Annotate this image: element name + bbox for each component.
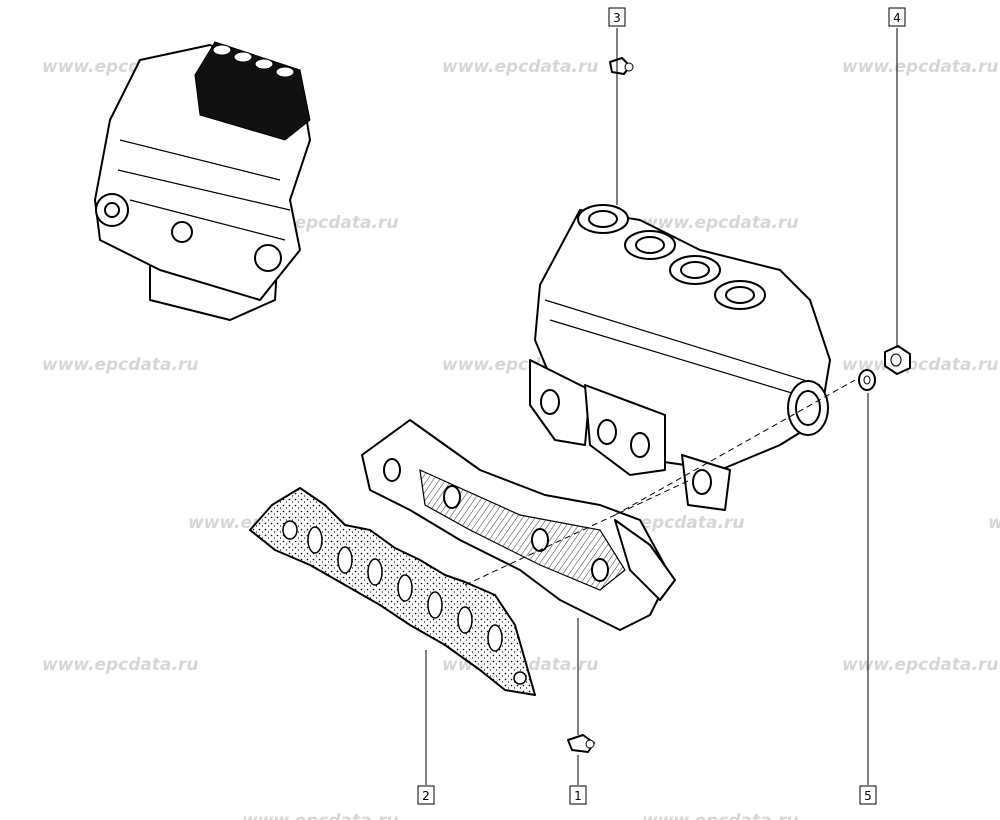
watermark-text: www.epcdata.ru bbox=[842, 355, 998, 375]
exhaust-manifold-illustration bbox=[361, 419, 676, 631]
watermark-text: www.epcdata.ru bbox=[42, 655, 198, 675]
assembly-lines bbox=[464, 379, 856, 586]
nut-part-4 bbox=[884, 345, 911, 375]
watermark-text: www.epcdata.ru bbox=[242, 811, 398, 820]
watermark-text: www.epcdata.ru bbox=[642, 213, 798, 233]
callout-1: 1 bbox=[569, 785, 587, 805]
callout-label: 5 bbox=[864, 789, 872, 803]
callout-label: 2 bbox=[422, 789, 430, 803]
clip-part-1 bbox=[567, 734, 595, 753]
callout-label: 3 bbox=[613, 11, 621, 25]
callout-2: 2 bbox=[417, 785, 435, 805]
callout-label: 1 bbox=[574, 789, 582, 803]
hardware-illustrations bbox=[567, 57, 911, 753]
intake-manifold-illustration bbox=[529, 204, 831, 511]
callout-5: 5 bbox=[859, 785, 877, 805]
engine-overview-illustration bbox=[94, 41, 311, 321]
watermark-text: www.epcdata.ru bbox=[642, 811, 798, 820]
washer-part-5 bbox=[858, 369, 876, 391]
callout-label: 4 bbox=[893, 11, 901, 25]
watermark-text: www.epcdata.ru bbox=[442, 57, 598, 77]
leader-lines bbox=[425, 28, 898, 785]
manifold-gasket-illustration bbox=[249, 487, 536, 696]
callout-3: 3 bbox=[608, 7, 626, 27]
callout-4: 4 bbox=[888, 7, 906, 27]
clip-part-3 bbox=[609, 57, 634, 75]
watermark-text: www.epcdata.ru bbox=[988, 513, 1000, 533]
watermark-text: www.epcdata.ru bbox=[842, 655, 998, 675]
watermark-text: www.epcdata.ru bbox=[42, 355, 198, 375]
watermark-text: www.epcdata.ru bbox=[842, 57, 998, 77]
